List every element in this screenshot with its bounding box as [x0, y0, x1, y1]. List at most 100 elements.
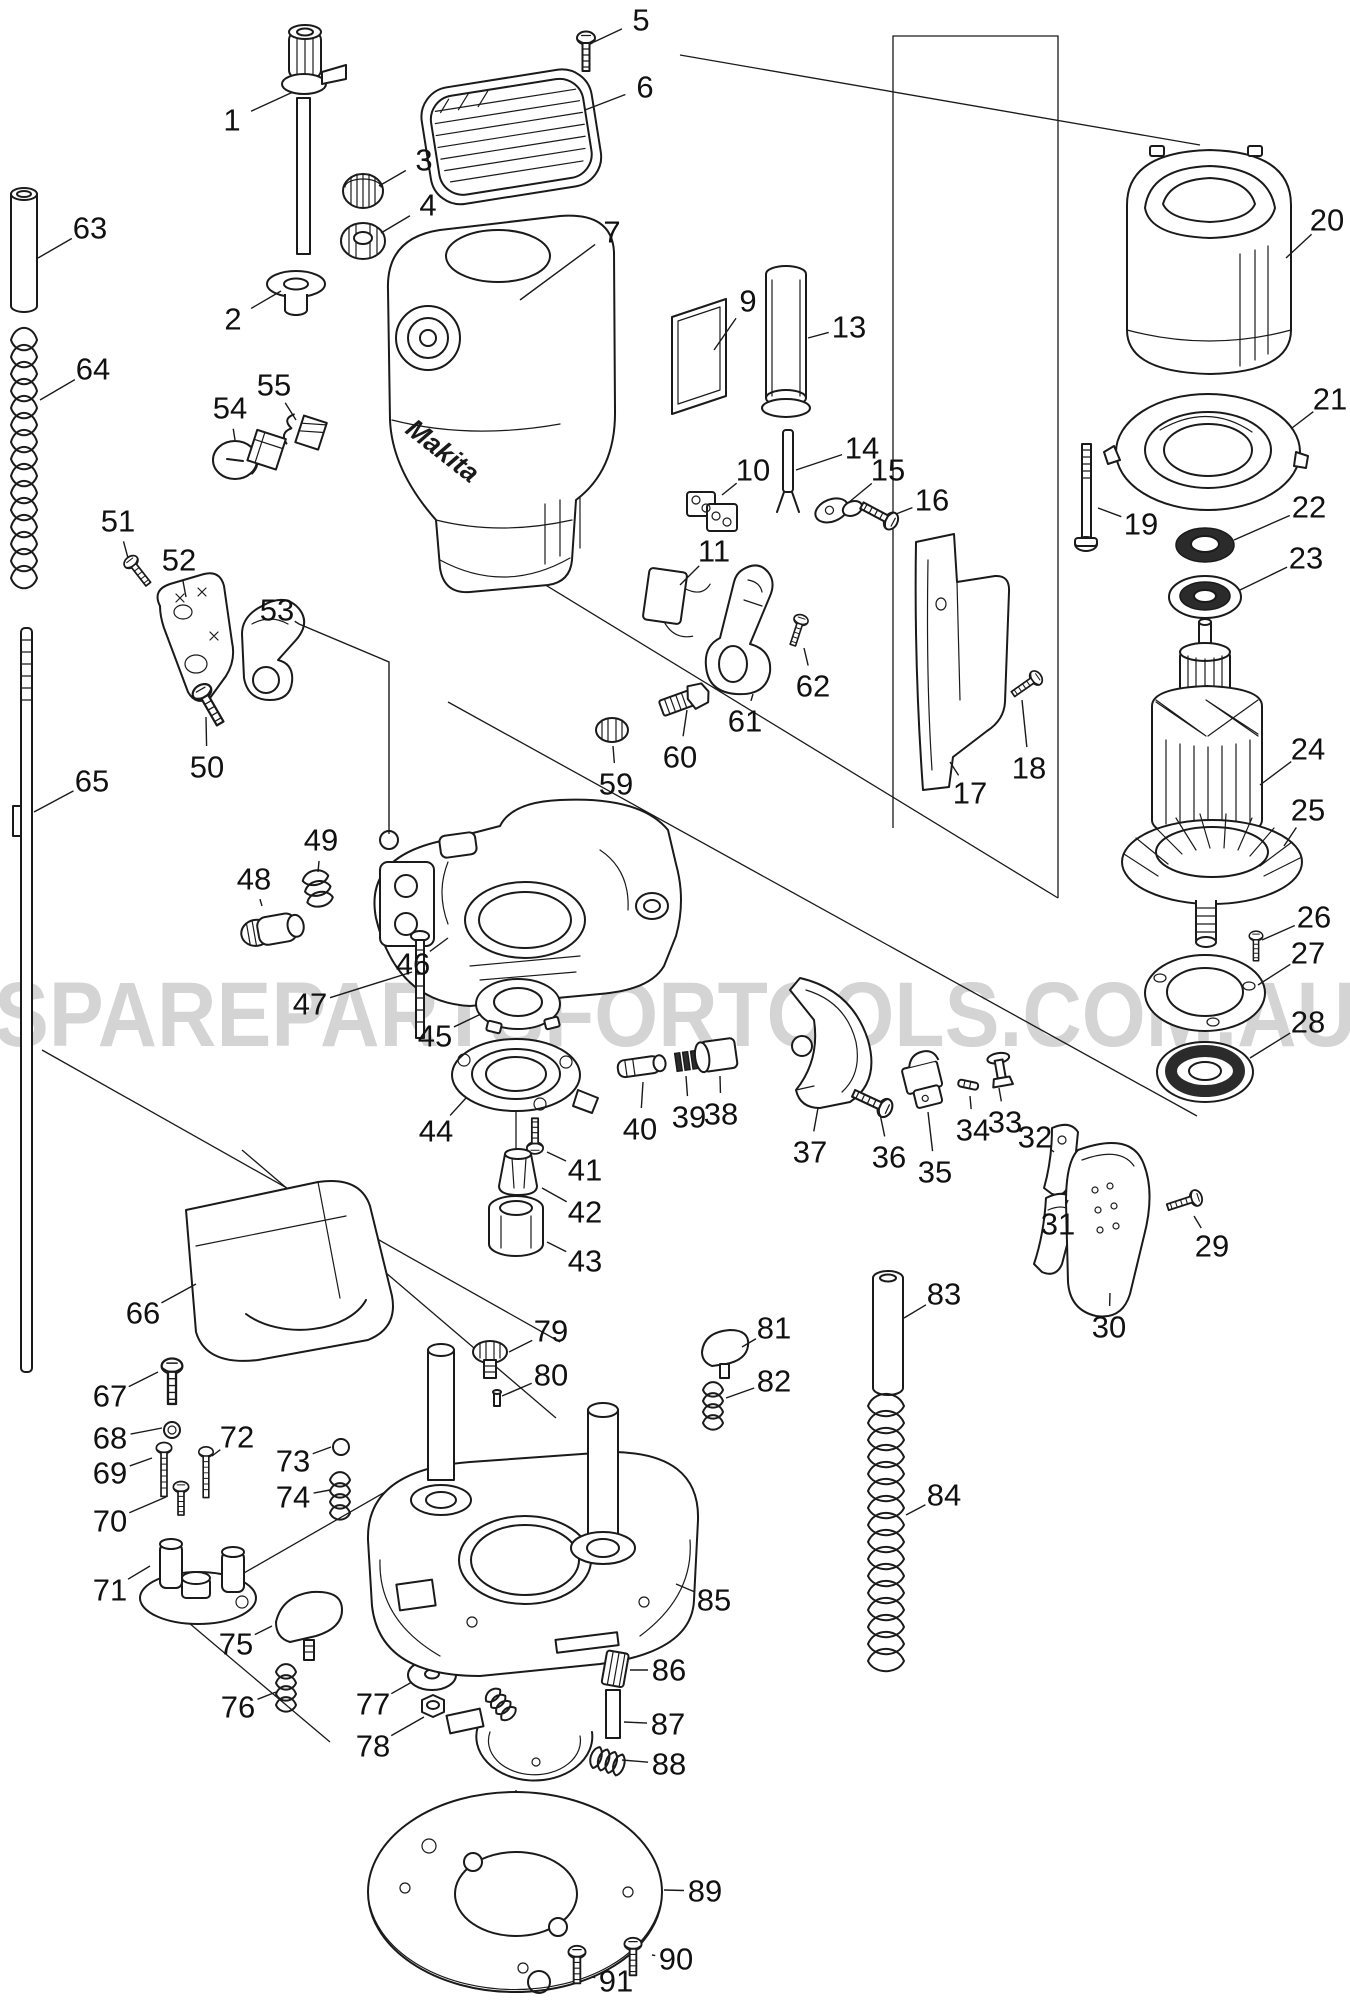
- part-label-37: 37: [793, 1135, 827, 1170]
- part-label-36: 36: [872, 1140, 906, 1175]
- part-label-40: 40: [623, 1112, 657, 1147]
- leader-line-25: [1283, 827, 1297, 847]
- part-label-5: 5: [632, 3, 649, 38]
- leader-line-27: [1257, 963, 1291, 986]
- part-art-10-terminal: [686, 491, 738, 532]
- leader-line-53: [294, 620, 390, 834]
- leader-line-90: [651, 1954, 656, 1957]
- part-art-19-bolt: [1074, 443, 1098, 552]
- leader-line-24: [1259, 761, 1292, 786]
- leader-line-55: [284, 402, 297, 421]
- part-art-27-bearing-plate: [1144, 954, 1266, 1032]
- part-art-1-shaft-knob: [281, 24, 347, 255]
- part-art-44-flange: [451, 1038, 599, 1114]
- part-label-4: 4: [419, 188, 436, 223]
- part-label-84: 84: [927, 1478, 961, 1513]
- part-label-66: 66: [126, 1296, 160, 1331]
- part-label-10: 10: [736, 453, 770, 488]
- part-art-49-spring: [301, 869, 334, 908]
- leader-line-20: [1285, 233, 1313, 259]
- part-art-75-wing-knob: [275, 1590, 343, 1661]
- part-art-18-screw: [1007, 667, 1046, 702]
- leader-line-6: [584, 93, 626, 111]
- leader-line-91: [591, 1976, 596, 1979]
- part-art-3-knob: [342, 173, 384, 209]
- leader-line-13: [807, 331, 829, 339]
- part-label-46: 46: [396, 947, 430, 982]
- watermark-text: SPAREPARTSFORTOOLS.COM.AU: [0, 964, 1350, 1066]
- part-label-6: 6: [636, 70, 653, 105]
- part-art-35-switch: [901, 1050, 944, 1109]
- leader-line-64: [39, 378, 76, 401]
- part-label-83: 83: [927, 1277, 961, 1312]
- part-art-62-screw: [785, 612, 811, 649]
- leader-line-50: [205, 716, 208, 747]
- part-art-42-collet-cone: [498, 1148, 538, 1196]
- part-label-39: 39: [672, 1100, 706, 1135]
- part-art-21-baffle-ring: [1103, 393, 1309, 511]
- leader-line-52: [182, 580, 187, 598]
- leader-line-15: [847, 482, 873, 504]
- part-label-78: 78: [356, 1729, 390, 1764]
- part-art-85-base: [366, 1343, 700, 1677]
- leader-line-68: [130, 1427, 163, 1435]
- part-label-41: 41: [568, 1153, 602, 1188]
- part-label-43: 43: [568, 1244, 602, 1279]
- leader-line-65: [33, 790, 74, 813]
- part-art-15-clamp: [814, 497, 864, 524]
- part-label-33: 33: [988, 1105, 1022, 1140]
- leader-line-66: [161, 1283, 197, 1304]
- part-art-26-screw: [1248, 930, 1264, 962]
- part-label-29: 29: [1195, 1229, 1229, 1264]
- leader-line-9: [713, 317, 737, 351]
- leader-line-19: [1097, 507, 1122, 518]
- leader-line-88: [621, 1759, 649, 1763]
- part-art-84-spring: [867, 1392, 905, 1673]
- part-label-21: 21: [1313, 382, 1347, 417]
- part-label-30: 30: [1092, 1310, 1126, 1345]
- leader-line-34: [969, 1095, 972, 1110]
- part-art-86-plate: [600, 1649, 630, 1689]
- leader-line-21: [1291, 411, 1314, 429]
- part-label-79: 79: [534, 1314, 568, 1349]
- leader-line-77: [390, 1681, 413, 1695]
- leader-line-76: [257, 1691, 277, 1700]
- part-label-73: 73: [276, 1444, 310, 1479]
- leader-line-4: [380, 215, 411, 234]
- leader-line-44: [449, 1097, 467, 1116]
- part-label-65: 65: [75, 764, 109, 799]
- part-label-64: 64: [76, 352, 110, 387]
- part-label-24: 24: [1291, 732, 1325, 767]
- part-art-34-pin: [957, 1078, 980, 1091]
- part-label-15: 15: [871, 453, 905, 488]
- part-art-45-retainer: [475, 978, 561, 1035]
- part-art-81-wing-bolt: [701, 1329, 750, 1379]
- part-art-60-bolt: [658, 682, 710, 717]
- part-label-74: 74: [276, 1480, 310, 1515]
- part-label-19: 19: [1124, 507, 1158, 542]
- leader-line-84: [905, 1504, 926, 1516]
- leader-line-5: [593, 28, 623, 43]
- part-art-61-handle-lever: [704, 564, 774, 696]
- leader-line-75: [254, 1625, 273, 1636]
- leader-line-14: [795, 453, 843, 471]
- part-art-17-bracket: [914, 533, 1011, 791]
- leader-line-41: [546, 1151, 567, 1162]
- part-art-25-fan: [1121, 813, 1303, 948]
- leader-line-11: [679, 565, 700, 586]
- part-art-47-long-screw: [410, 930, 430, 1039]
- leader-line-35: [927, 1111, 934, 1152]
- part-art-83-post: [872, 1270, 904, 1396]
- leader-line-37: [813, 1107, 819, 1132]
- part-art-4-collar: [340, 222, 386, 260]
- leader-line-60: [682, 709, 688, 737]
- part-art-48-knob: [240, 912, 305, 947]
- part-art-65-rod: [12, 627, 33, 1373]
- part-label-60: 60: [663, 740, 697, 775]
- part-label-54: 54: [213, 391, 247, 426]
- part-art-28-bearing: [1156, 1041, 1254, 1103]
- leader-line-82: [725, 1387, 755, 1399]
- part-label-35: 35: [918, 1155, 952, 1190]
- part-label-17: 17: [953, 776, 987, 811]
- part-label-26: 26: [1297, 900, 1331, 935]
